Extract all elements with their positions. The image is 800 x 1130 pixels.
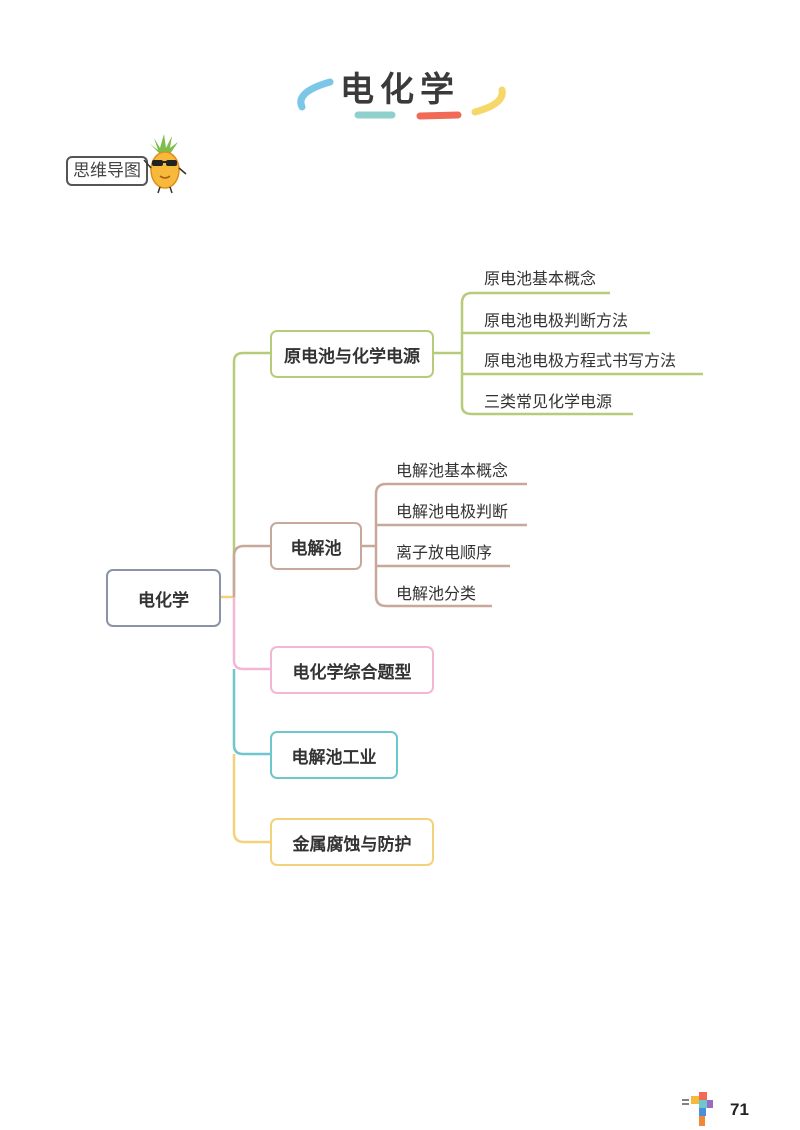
page-number: 71	[730, 1100, 749, 1119]
leaf-chemical-power-sources: 三类常见化学电源	[484, 392, 613, 411]
leaf-electrolytic-basic-concept: 电解池基本概念	[396, 461, 509, 480]
leaf-electrolytic-electrode-judgment: 电解池电极判断	[396, 502, 509, 521]
title-decoration	[297, 78, 506, 120]
connector-branch-4	[232, 669, 270, 756]
leaf-galvanic-basic-concept: 原电池基本概念	[484, 269, 597, 288]
branch-node-galvanic-cell: 原电池与化学电源	[270, 330, 434, 378]
pineapple-mascot-icon	[143, 134, 187, 194]
connector-branch-5	[232, 754, 270, 844]
leaf-galvanic-electrode-judgment: 原电池电极判断方法	[484, 311, 629, 330]
root-node: 电化学	[106, 569, 221, 627]
mind-map-badge: 思维导图	[66, 156, 148, 186]
connector-branch-1-children	[434, 291, 703, 416]
branch-node-comprehensive-problems: 电化学综合题型	[270, 646, 434, 694]
branch-node-corrosion-protection: 金属腐蚀与防护	[270, 818, 434, 866]
branch-node-electrolysis-industry: 电解池工业	[270, 731, 398, 779]
connector-branch-3	[232, 597, 270, 671]
leaf-ion-discharge-order: 离子放电顺序	[396, 543, 493, 562]
connector-branch-2-children	[362, 482, 527, 608]
connector-branch-2	[232, 544, 270, 597]
leaf-electrolytic-classification: 电解池分类	[396, 584, 477, 603]
leaf-galvanic-equation-writing: 原电池电极方程式书写方法	[484, 351, 677, 370]
page-title: 电化学	[340, 70, 460, 110]
branch-node-electrolytic-cell: 电解池	[270, 522, 362, 570]
connector-branch-1	[232, 351, 270, 597]
publisher-logo-icon	[682, 1092, 713, 1126]
